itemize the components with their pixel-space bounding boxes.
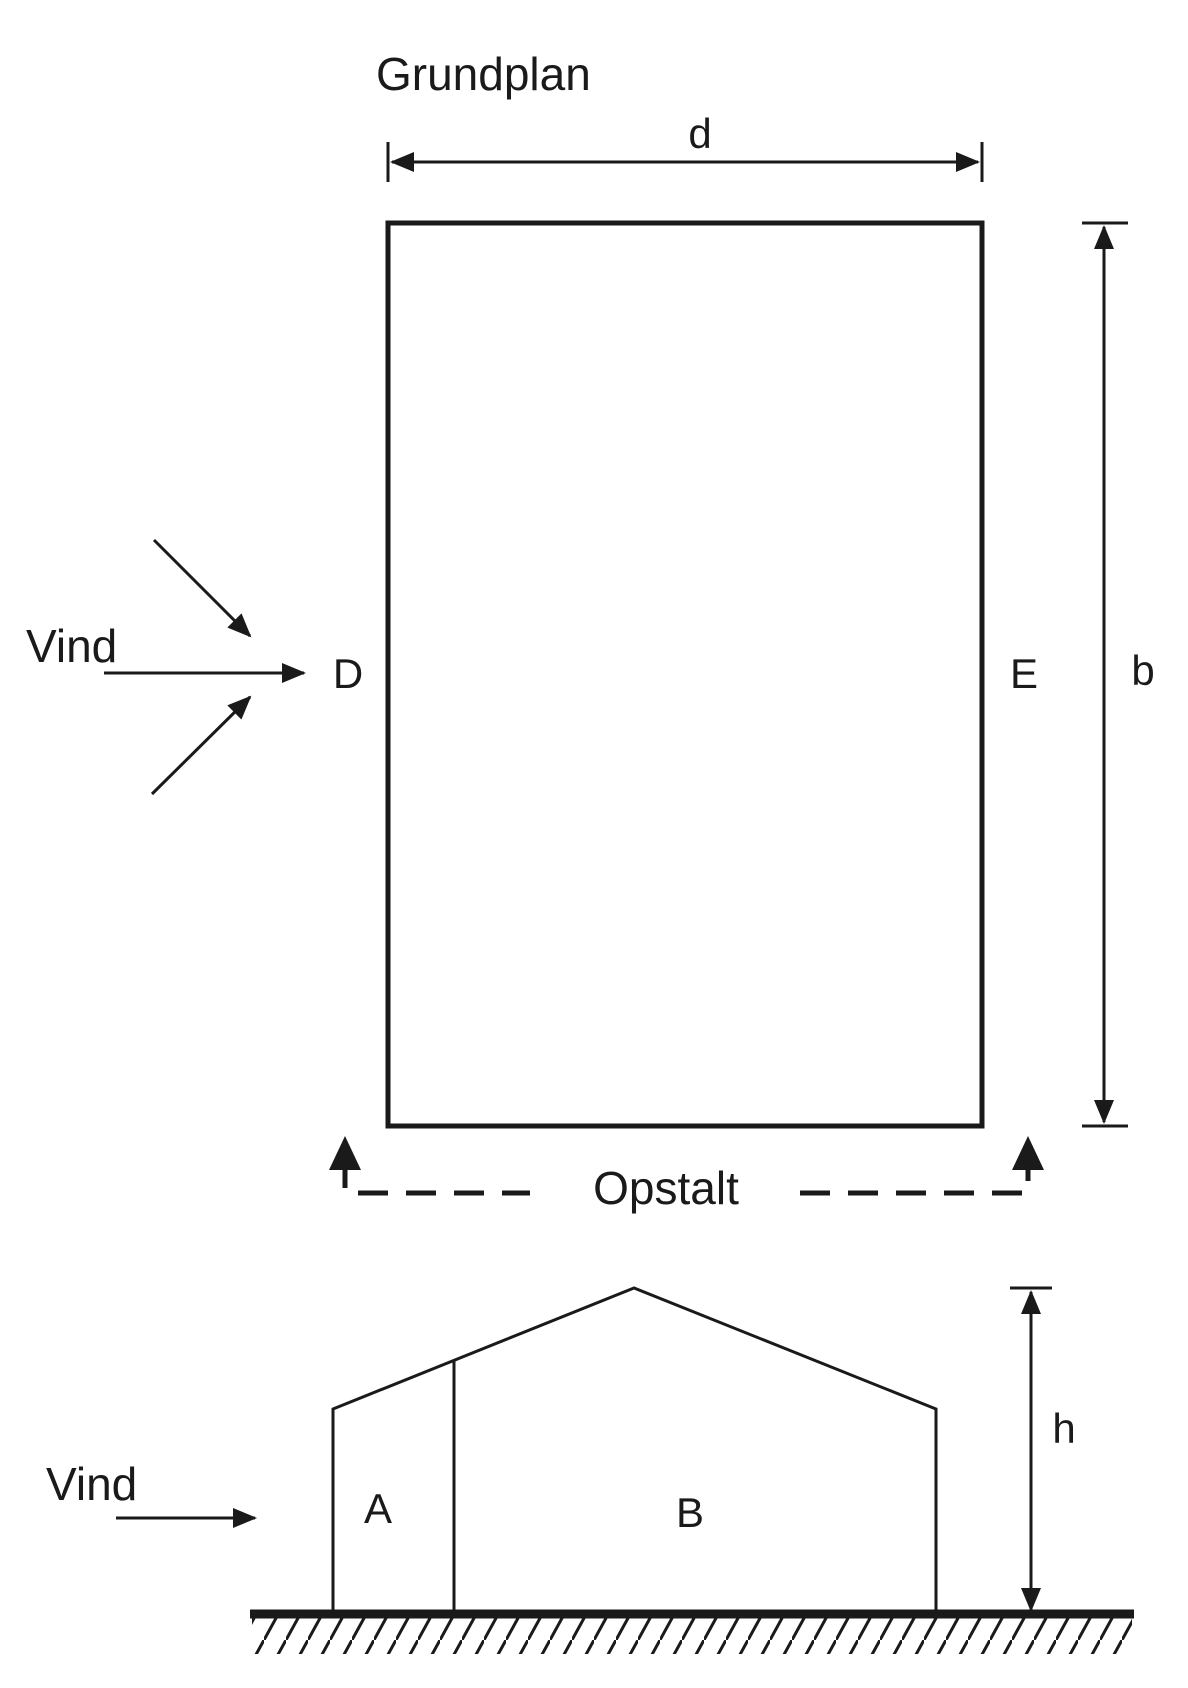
dimension-d-label: d <box>688 110 711 157</box>
dimension-b: b <box>1082 221 1155 1128</box>
building-footprint <box>385 220 985 1129</box>
elevation-view: A B Vind h <box>46 1286 1134 1654</box>
dimension-h-label: h <box>1052 1405 1075 1452</box>
dimension-d: d <box>386 110 984 182</box>
wind-arrow-oblique-top <box>152 538 252 638</box>
side-label-e: E <box>1010 650 1038 697</box>
building-section <box>331 1286 938 1612</box>
side-label-d: D <box>333 650 363 697</box>
wind-arrow-oblique-bottom <box>150 695 252 796</box>
zone-a-label: A <box>364 1485 392 1532</box>
dimension-b-label: b <box>1131 647 1154 694</box>
plan-wind-arrows: Vind <box>26 538 306 796</box>
ground-hatch <box>252 1614 1132 1654</box>
plan-view: Grundplan d D E b Vind <box>26 48 1155 1214</box>
section-marker: Opstalt <box>329 1136 1044 1214</box>
section-marker-label: Opstalt <box>593 1162 739 1214</box>
zone-b-label: B <box>676 1489 704 1536</box>
dimension-h: h <box>1010 1286 1076 1612</box>
elevation-wind-label: Vind <box>46 1458 137 1510</box>
plan-title: Grundplan <box>376 48 591 100</box>
plan-wind-label: Vind <box>26 620 117 672</box>
